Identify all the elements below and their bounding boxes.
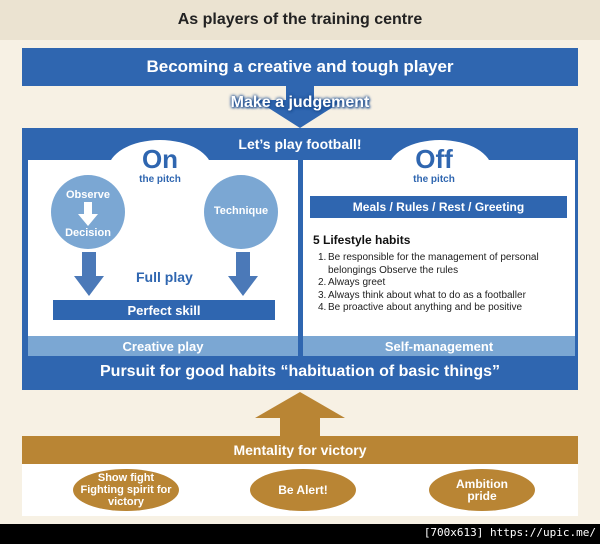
be-alert-oval: Be Alert! (250, 469, 356, 511)
lets-play-label: Let’s play football! (238, 136, 362, 152)
habit-item: 4.Be proactive about anything and be pos… (318, 302, 523, 313)
self-management-bar: Self-management (303, 336, 575, 356)
down-arrow-icon (256, 86, 344, 128)
meals-rules-bar: Meals / Rules / Rest / Greeting (310, 196, 567, 218)
pursuit-label: Pursuit for good habits “habituation of … (100, 363, 500, 380)
right-down-arrow-icon (228, 252, 258, 296)
mentality-bar: Mentality for victory (22, 436, 578, 464)
perfect-skill-bar: Perfect skill (53, 300, 275, 320)
habit-item: 1.Be responsible for the management of p… (318, 252, 539, 276)
diagram-frame: As players of the training centre Becomi… (0, 0, 600, 524)
lifestyle-habits-list: 1.Be responsible for the management of p… (318, 252, 568, 315)
technique-circle: Technique (204, 175, 278, 249)
off-title: Off (415, 144, 453, 174)
observe-decision-circle: Observe Decision (51, 175, 125, 249)
arrow-down-icon (78, 202, 98, 226)
goal-banner: Becoming a creative and tough player (22, 48, 578, 86)
ambition-pride-oval: Ambition pride (429, 469, 535, 511)
observe-label: Observe (65, 189, 111, 201)
technique-label: Technique (213, 205, 269, 217)
on-title: On (141, 144, 179, 174)
show-fight-oval: Show fight Fighting spirit for victory (73, 469, 179, 511)
judgement-label: Make a judgement (230, 94, 370, 111)
habit-item: 3.Always think about what to do as a foo… (318, 289, 526, 301)
lifestyle-habits-title: 5 Lifestyle habits (313, 233, 411, 247)
diagram-title: As players of the training centre (0, 0, 600, 40)
on-subtitle: the pitch (139, 174, 181, 185)
habit-item: 2.Always greet (318, 277, 386, 288)
off-subtitle: the pitch (413, 174, 455, 185)
off-pitch-box (303, 160, 575, 336)
up-arrow-icon (255, 392, 345, 438)
left-down-arrow-icon (74, 252, 104, 296)
creative-play-bar: Creative play (28, 336, 298, 356)
decision-label: Decision (65, 227, 111, 239)
full-play-label: Full play (136, 269, 193, 285)
image-watermark: [700x613] https://upic.me/ (423, 526, 596, 539)
